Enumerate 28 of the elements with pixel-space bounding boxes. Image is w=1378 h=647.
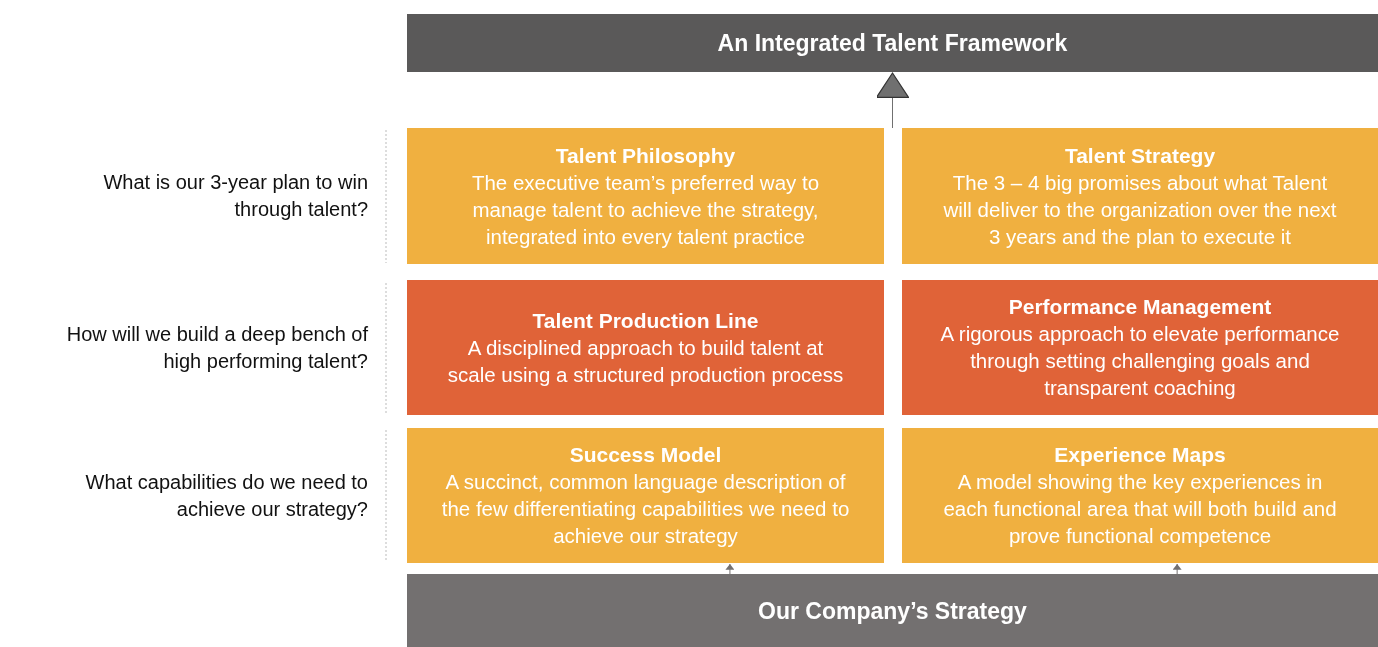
block-description: A disciplined approach to build talent at scale using a structured production process — [446, 334, 845, 388]
row-question: What is our 3-year plan to win through talent? — [102, 170, 368, 222]
arrow — [875, 72, 910, 129]
block-title: Talent Strategy — [1064, 142, 1216, 169]
banner-title: An Integrated Talent Framework — [717, 30, 1068, 56]
framework-block — [902, 128, 1378, 264]
base-banner — [407, 574, 1378, 647]
block-title: Talent Production Line — [532, 307, 759, 334]
block-title: Success Model — [569, 442, 722, 468]
framework-block — [902, 280, 1378, 415]
framework-block — [407, 428, 884, 563]
block-description: The executive team’s preferred way to manage talent to achieve the strategy, integrated into every talent practice — [470, 169, 821, 250]
row-question: What capabilities do we need to achieve our strategy? — [84, 469, 368, 522]
block-title: Talent Philosophy — [555, 142, 736, 169]
arrow — [1172, 563, 1182, 575]
block-description: A model showing the key experiences in each functional area that will both build and prove functional competence — [942, 469, 1338, 549]
block-description: A rigorous approach to elevate performance through setting challenging goals and transparent coaching — [939, 321, 1341, 401]
arrow — [725, 563, 735, 575]
framework-block — [902, 428, 1378, 563]
row-question: How will we build a deep bench of high performing talent? — [65, 321, 368, 374]
header-banner — [407, 14, 1378, 72]
banner-title: Our Company’s Strategy — [758, 597, 1027, 624]
framework-block — [407, 280, 884, 415]
framework-block — [407, 128, 884, 264]
block-description: The 3 – 4 big promises about what Talent will deliver to the organization over the next 3 years and the plan to execute it — [942, 169, 1338, 250]
block-title: Experience Maps — [1054, 442, 1226, 468]
block-description: A succinct, common language description of the few differentiating capabilities we need to achieve our strategy — [440, 469, 851, 549]
block-title: Performance Management — [1008, 294, 1272, 320]
